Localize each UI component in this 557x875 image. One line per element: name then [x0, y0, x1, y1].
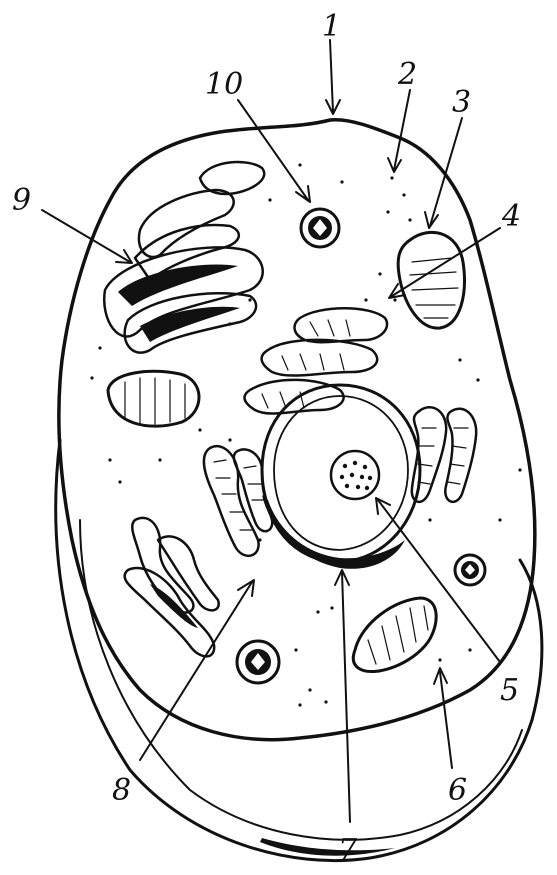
rough-er-right: [412, 407, 476, 502]
pointer-6: [440, 672, 452, 768]
label-6: 6: [448, 773, 467, 808]
label-10: 10: [205, 67, 243, 102]
label-5: 5: [500, 673, 519, 708]
label-4: 4: [501, 199, 521, 234]
pointer-7: [342, 572, 350, 822]
label-1: 1: [322, 9, 341, 44]
label-9: 9: [12, 183, 31, 218]
label-7: 7: [338, 833, 358, 868]
ribosome-10: [301, 209, 339, 247]
mitochondrion-upper-right: [398, 232, 464, 328]
golgi-center-top: [245, 308, 388, 413]
pointer-8-head: [238, 580, 254, 596]
golgi-lower-left: [125, 518, 219, 656]
mitochondrion-bottom-right: [353, 598, 436, 672]
label-2: 2: [397, 57, 417, 92]
nucleolus: [331, 451, 379, 499]
rim-shadow: [260, 838, 395, 856]
pointer-2: [394, 90, 410, 170]
pointer-3: [430, 118, 462, 226]
pointer-8: [140, 582, 252, 760]
ribosome-bottom: [237, 641, 279, 683]
label-3: 3: [452, 85, 471, 120]
pointer-4: [392, 228, 500, 296]
label-8: 8: [112, 773, 131, 808]
ribosome-lower-right: [455, 555, 485, 585]
mitochondrion-left: [108, 371, 199, 426]
nuclear-envelope-inner: [274, 396, 408, 550]
pointer-1: [330, 40, 333, 112]
pointer-10: [238, 100, 308, 200]
plasma-membrane: [59, 120, 535, 740]
